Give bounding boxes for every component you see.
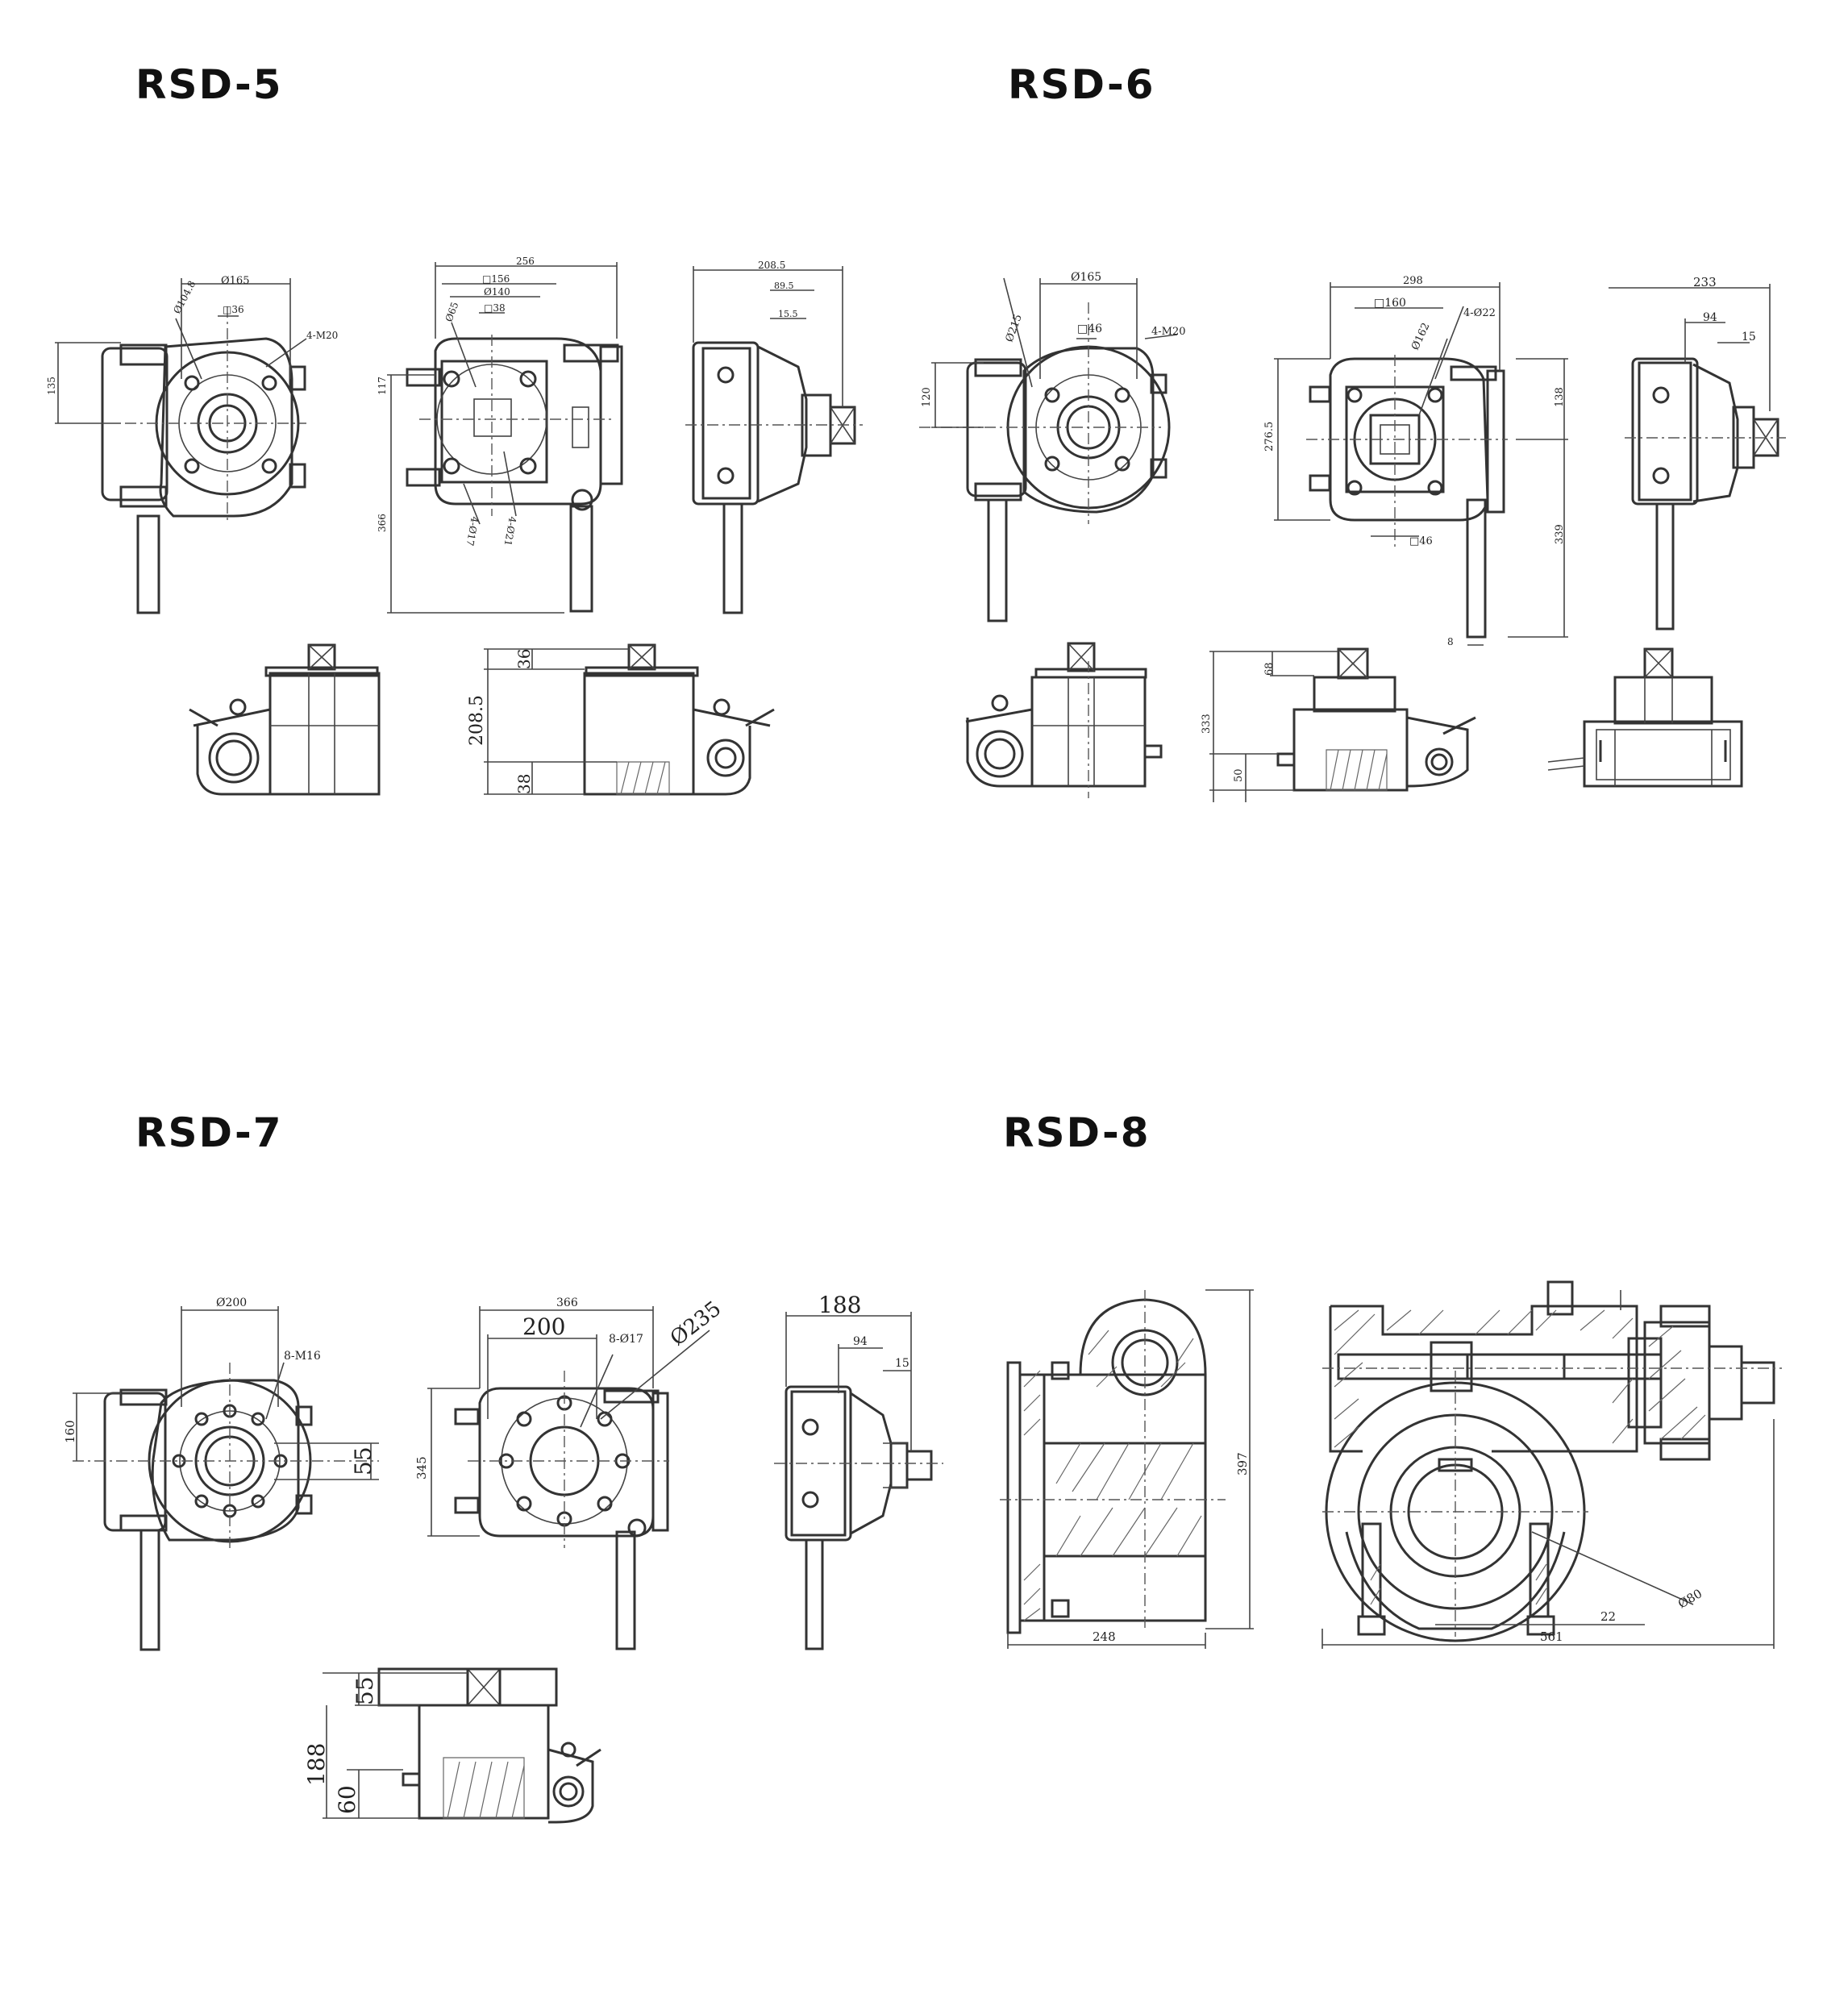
rsd5-h366-label: 366 <box>377 514 388 532</box>
rsd8-h397-label: 397 <box>1235 1452 1250 1475</box>
rsd7-f60-label: 60 <box>334 1785 360 1814</box>
rsd6-drawings: Ø165 Ø215 □46 4-M20 120 <box>919 271 1786 802</box>
rsd5-title: RSD-5 <box>135 61 283 108</box>
rsd7-drawings: Ø200 8-M16 160 55 <box>63 1292 943 1824</box>
rsd6-sq46b-label: □46 <box>1409 535 1433 547</box>
rsd7-elevation: 55 188 60 <box>303 1667 601 1824</box>
rsd5-elevation-left <box>189 643 381 796</box>
rsd7-top-view: 366 200 8-Ø17 Ø235 345 <box>414 1296 726 1650</box>
rsd5-sq38-label: □38 <box>484 302 506 314</box>
rsd6-title: RSD-6 <box>1008 61 1155 108</box>
rsd6-w298-label: 298 <box>1403 275 1423 287</box>
rsd5-d165-label: Ø165 <box>221 275 249 287</box>
rsd7-f188-label: 188 <box>303 1743 330 1786</box>
rsd6-w233-label: 233 <box>1693 275 1717 289</box>
rsd6-elevation-middle: 68 333 50 <box>1201 647 1476 802</box>
rsd7-m16-label: 8-M16 <box>284 1350 321 1363</box>
rsd6-d165-label: Ø165 <box>1071 271 1101 284</box>
rsd8-w248-label: 248 <box>1093 1629 1116 1644</box>
rsd7-side-view: 188 94 15 <box>774 1292 943 1650</box>
rsd5-sq36-label: □36 <box>223 304 244 315</box>
rsd7-f55-label: 55 <box>352 1676 378 1705</box>
rsd6-w15-label: 15 <box>1742 331 1756 343</box>
rsd8-title: RSD-8 <box>1003 1109 1151 1156</box>
rsd5-h135-label: 135 <box>46 377 57 395</box>
rsd6-d215-label: Ø215 <box>1004 313 1025 343</box>
rsd7-w366-label: 366 <box>556 1296 578 1309</box>
rsd8-w561-label: 561 <box>1540 1629 1563 1644</box>
rsd5-f36-label: 36 <box>514 649 534 669</box>
rsd6-f333-label: 333 <box>1201 714 1213 734</box>
rsd6-h120-label: 120 <box>921 387 933 407</box>
rsd5-f38-label: 38 <box>514 774 534 794</box>
rsd5-side-view: 208.5 89.5 15.5 <box>685 260 863 614</box>
rsd5-front-view: Ø165 Ø104.8 □36 4-M20 135 <box>46 275 338 614</box>
rsd7-h55-label: 55 <box>350 1446 377 1475</box>
rsd6-h138-label: 138 <box>1554 387 1566 407</box>
rsd8-section-front: 561 22 Ø80 <box>1321 1280 1782 1649</box>
rsd7-d200-label: Ø200 <box>216 1296 247 1309</box>
rsd6-top-view: 298 □160 4-Ø22 Ø162 138 276.5 339 □46 8 <box>1263 275 1568 647</box>
rsd6-elevation-right <box>1547 647 1743 788</box>
rsd8-d80-label: Ø80 <box>1675 1586 1704 1611</box>
rsd7-front-view: Ø200 8-M16 160 55 <box>63 1296 379 1651</box>
rsd7-w15-label: 15 <box>895 1357 909 1370</box>
rsd5-sq156-label: □156 <box>482 273 510 285</box>
rsd6-sq46-label: □46 <box>1077 323 1102 335</box>
rsd5-n4d21-label: 4-Ø21 <box>502 515 518 547</box>
rsd7-title: RSD-7 <box>135 1109 283 1156</box>
rsd5-h117-label: 117 <box>377 377 388 395</box>
rsd5-w89-label: 89.5 <box>774 281 794 291</box>
rsd6-sq160-label: □160 <box>1374 297 1406 310</box>
rsd6-front-view: Ø165 Ø215 □46 4-M20 120 <box>919 271 1186 622</box>
rsd8-w22-label: 22 <box>1600 1609 1616 1624</box>
rsd6-h339-label: 339 <box>1554 524 1566 544</box>
rsd6-m20-label: 4-M20 <box>1151 326 1186 338</box>
rsd7-h160-label: 160 <box>63 1420 77 1443</box>
rsd6-elevation-left <box>965 642 1163 798</box>
rsd7-h345-label: 345 <box>414 1456 429 1480</box>
rsd5-w256-label: 256 <box>516 256 535 267</box>
rsd5-elevation-right: 36 208.5 38 <box>467 643 775 796</box>
rsd6-w94-label: 94 <box>1703 311 1717 324</box>
rsd6-n4d22-label: 4-Ø22 <box>1463 307 1496 319</box>
rsd8-section-side: 397 248 <box>1000 1289 1254 1649</box>
rsd7-w188-label: 188 <box>818 1292 861 1318</box>
rsd5-d65-label: Ø65 <box>443 301 461 323</box>
rsd8-drawings: 397 248 <box>1000 1280 1782 1649</box>
rsd5-drawings: Ø165 Ø104.8 □36 4-M20 135 <box>46 256 863 796</box>
rsd6-d162-label: Ø162 <box>1409 321 1433 352</box>
rsd5-m20-label: 4-M20 <box>306 330 338 341</box>
rsd5-w15-label: 15.5 <box>778 309 798 319</box>
rsd6-w8-label: 8 <box>1447 636 1454 647</box>
rsd6-f68-label: 68 <box>1263 662 1276 676</box>
rsd7-n8d17-label: 8-Ø17 <box>609 1333 643 1346</box>
rsd5-n4d17-label: 4-Ø17 <box>464 515 481 547</box>
rsd7-w200-label: 200 <box>522 1313 565 1340</box>
rsd5-d104-label: Ø104.8 <box>171 279 198 316</box>
rsd5-f2085-label: 208.5 <box>467 695 487 746</box>
rsd5-top-view: 256 □156 Ø140 □38 117 366 Ø65 4-Ø17 4-Ø2… <box>377 256 623 614</box>
rsd7-w94-label: 94 <box>853 1335 868 1348</box>
rsd6-f50-label: 50 <box>1233 768 1245 782</box>
rsd7-d235-label: Ø235 <box>666 1296 726 1351</box>
rsd5-w208-label: 208.5 <box>758 260 785 271</box>
rsd6-side-view: 233 94 15 <box>1609 275 1786 631</box>
rsd6-h2765-label: 276.5 <box>1263 422 1276 452</box>
rsd5-d140-label: Ø140 <box>484 286 510 298</box>
